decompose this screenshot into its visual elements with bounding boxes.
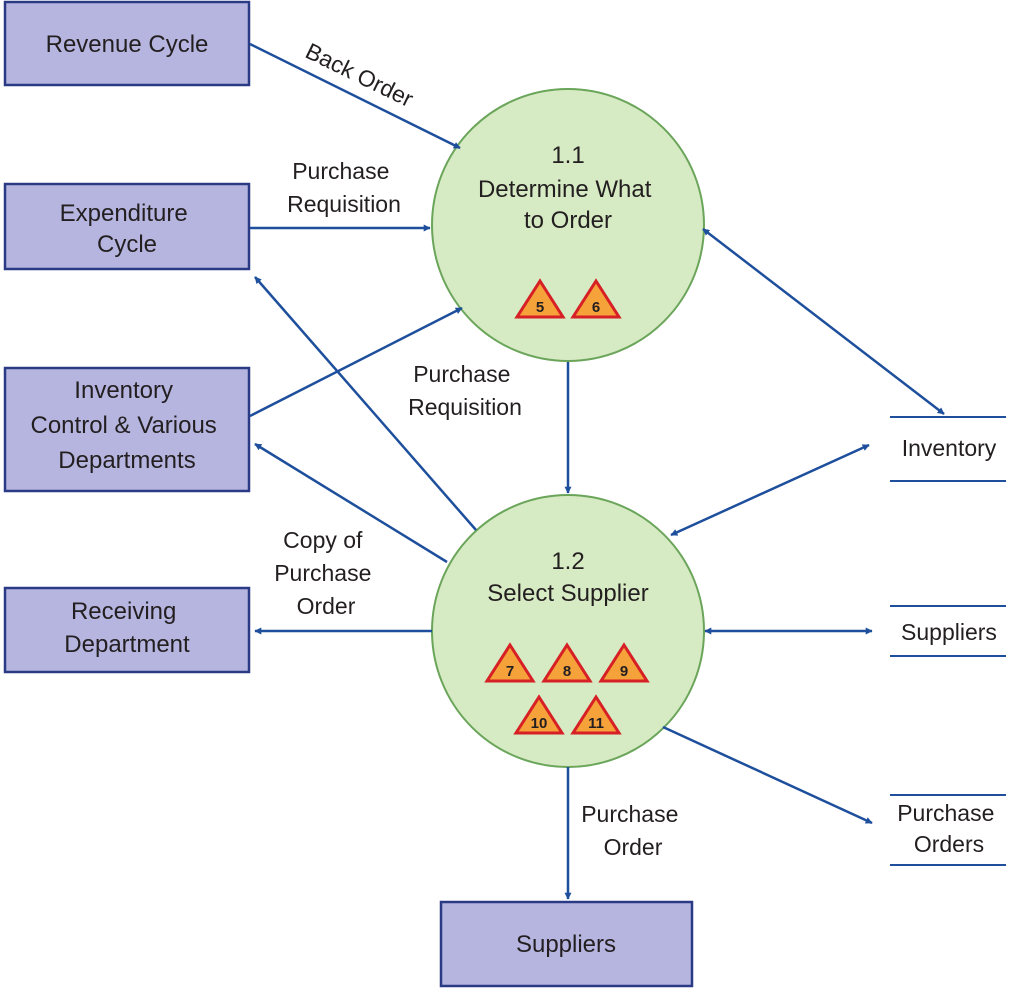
store-label: Inventory [902, 435, 997, 461]
entity-label: Suppliers [516, 931, 616, 958]
flow-label-copy-of-purchase-order: Copy of Purchase Order [274, 527, 378, 619]
threat-number: 11 [588, 715, 604, 732]
threat-number: 9 [620, 663, 628, 680]
entity-label: Revenue Cycle [46, 31, 209, 58]
process-number: 1.2 [551, 548, 584, 575]
store-label: Purchase Orders [897, 800, 1001, 857]
flow-label-purchase-requisition-2: Purchase Requisition [408, 361, 522, 420]
process-name: Select Supplier [487, 580, 648, 607]
flow-arrow-inventory-p12 [671, 445, 869, 535]
threat-number: 5 [536, 299, 544, 316]
flow-arrow-inventory-p11 [703, 229, 944, 414]
store-purchase-orders: Purchase Orders [890, 795, 1006, 865]
threat-number: 10 [531, 715, 548, 732]
entity-suppliers: Suppliers [441, 902, 692, 986]
threat-number: 6 [592, 299, 600, 316]
flow-label-purchase-order: Purchase Order [581, 801, 685, 860]
process-number: 1.1 [551, 142, 584, 169]
threat-number: 7 [506, 663, 514, 680]
entity-inventory-control: Inventory Control & Various Departments [5, 368, 249, 491]
entity-receiving-department: Receiving Department [5, 588, 249, 672]
flow-arrow-purchase-orders-store [663, 727, 872, 823]
process-1-2: 1.2 Select Supplier [432, 495, 704, 767]
entity-expenditure-cycle: Expenditure Cycle [5, 184, 249, 269]
store-suppliers: Suppliers [890, 606, 1006, 656]
flow-label-back-order: Back Order [302, 38, 418, 113]
store-label: Suppliers [901, 619, 997, 645]
process-1-1: 1.1 Determine What to Order [432, 89, 704, 361]
entity-revenue-cycle: Revenue Cycle [5, 2, 249, 85]
threat-number: 8 [563, 663, 571, 680]
store-inventory: Inventory [890, 417, 1006, 481]
process-circle [432, 495, 704, 767]
flow-label-purchase-requisition-1: Purchase Requisition [287, 158, 401, 217]
